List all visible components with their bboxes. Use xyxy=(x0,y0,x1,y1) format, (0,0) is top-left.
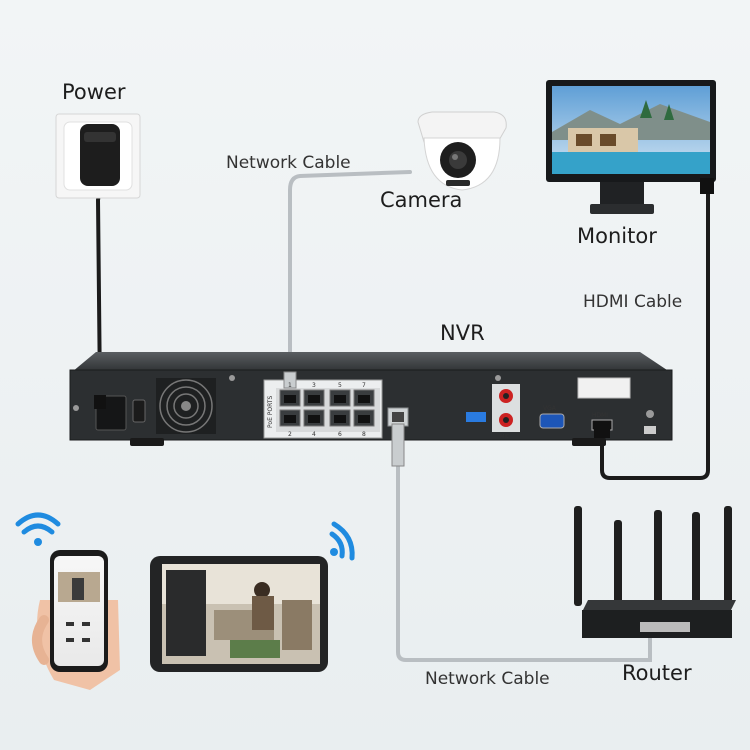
port-number-bottom: 4 xyxy=(312,431,316,438)
hdmi-monitor-connector xyxy=(700,178,714,194)
hdmi-cable-label: HDMI Cable xyxy=(583,292,683,312)
mic-text: MIC xyxy=(500,434,510,440)
camera-cable-connector xyxy=(283,371,297,389)
nvr-label: NVR xyxy=(440,321,485,345)
camera-label: Camera xyxy=(380,188,463,212)
hdmi-text: HDMI xyxy=(592,412,608,419)
nvr-fan xyxy=(156,378,216,434)
wifi-icon-right xyxy=(329,521,355,561)
tablet xyxy=(150,556,328,672)
port-number-bottom: 6 xyxy=(338,431,342,438)
power-plug-connector xyxy=(94,395,106,409)
port-number-bottom: 2 xyxy=(288,431,292,438)
port-number-top: 7 xyxy=(362,382,366,389)
port-number-top: 3 xyxy=(312,382,316,389)
network-cable-router xyxy=(396,463,652,662)
port-number-bottom: 8 xyxy=(362,431,366,438)
hdmi-cable-connector xyxy=(594,424,610,438)
nvr-vga-port xyxy=(539,413,565,429)
port-number-top: 5 xyxy=(338,382,342,389)
router-cable-connector xyxy=(391,423,405,467)
monitor xyxy=(546,80,716,214)
vga-text: VGA xyxy=(543,405,557,412)
nvr-device xyxy=(69,352,673,446)
wifi-icon-left xyxy=(15,512,61,546)
poe-port-block xyxy=(263,379,383,439)
port-number-top: 1 xyxy=(288,382,292,389)
nvr-alarm-terminal xyxy=(577,377,631,399)
monitor-label: Monitor xyxy=(577,224,657,248)
smartphone xyxy=(32,550,120,690)
nvr-usb-port xyxy=(466,412,486,422)
power-outlet xyxy=(55,113,141,199)
network-cable-top-label: Network Cable xyxy=(226,153,351,173)
router-label: Router xyxy=(622,661,692,685)
hdmi-cable xyxy=(600,188,710,480)
network-cable-camera xyxy=(288,170,412,377)
router xyxy=(574,506,736,638)
dome-camera xyxy=(417,111,507,191)
poe-ports-text: PoE PORTS xyxy=(267,395,274,428)
power-label: Power xyxy=(62,80,126,104)
network-cable-bottom-label: Network Cable xyxy=(425,669,550,689)
nvr-power-switch xyxy=(132,399,146,423)
